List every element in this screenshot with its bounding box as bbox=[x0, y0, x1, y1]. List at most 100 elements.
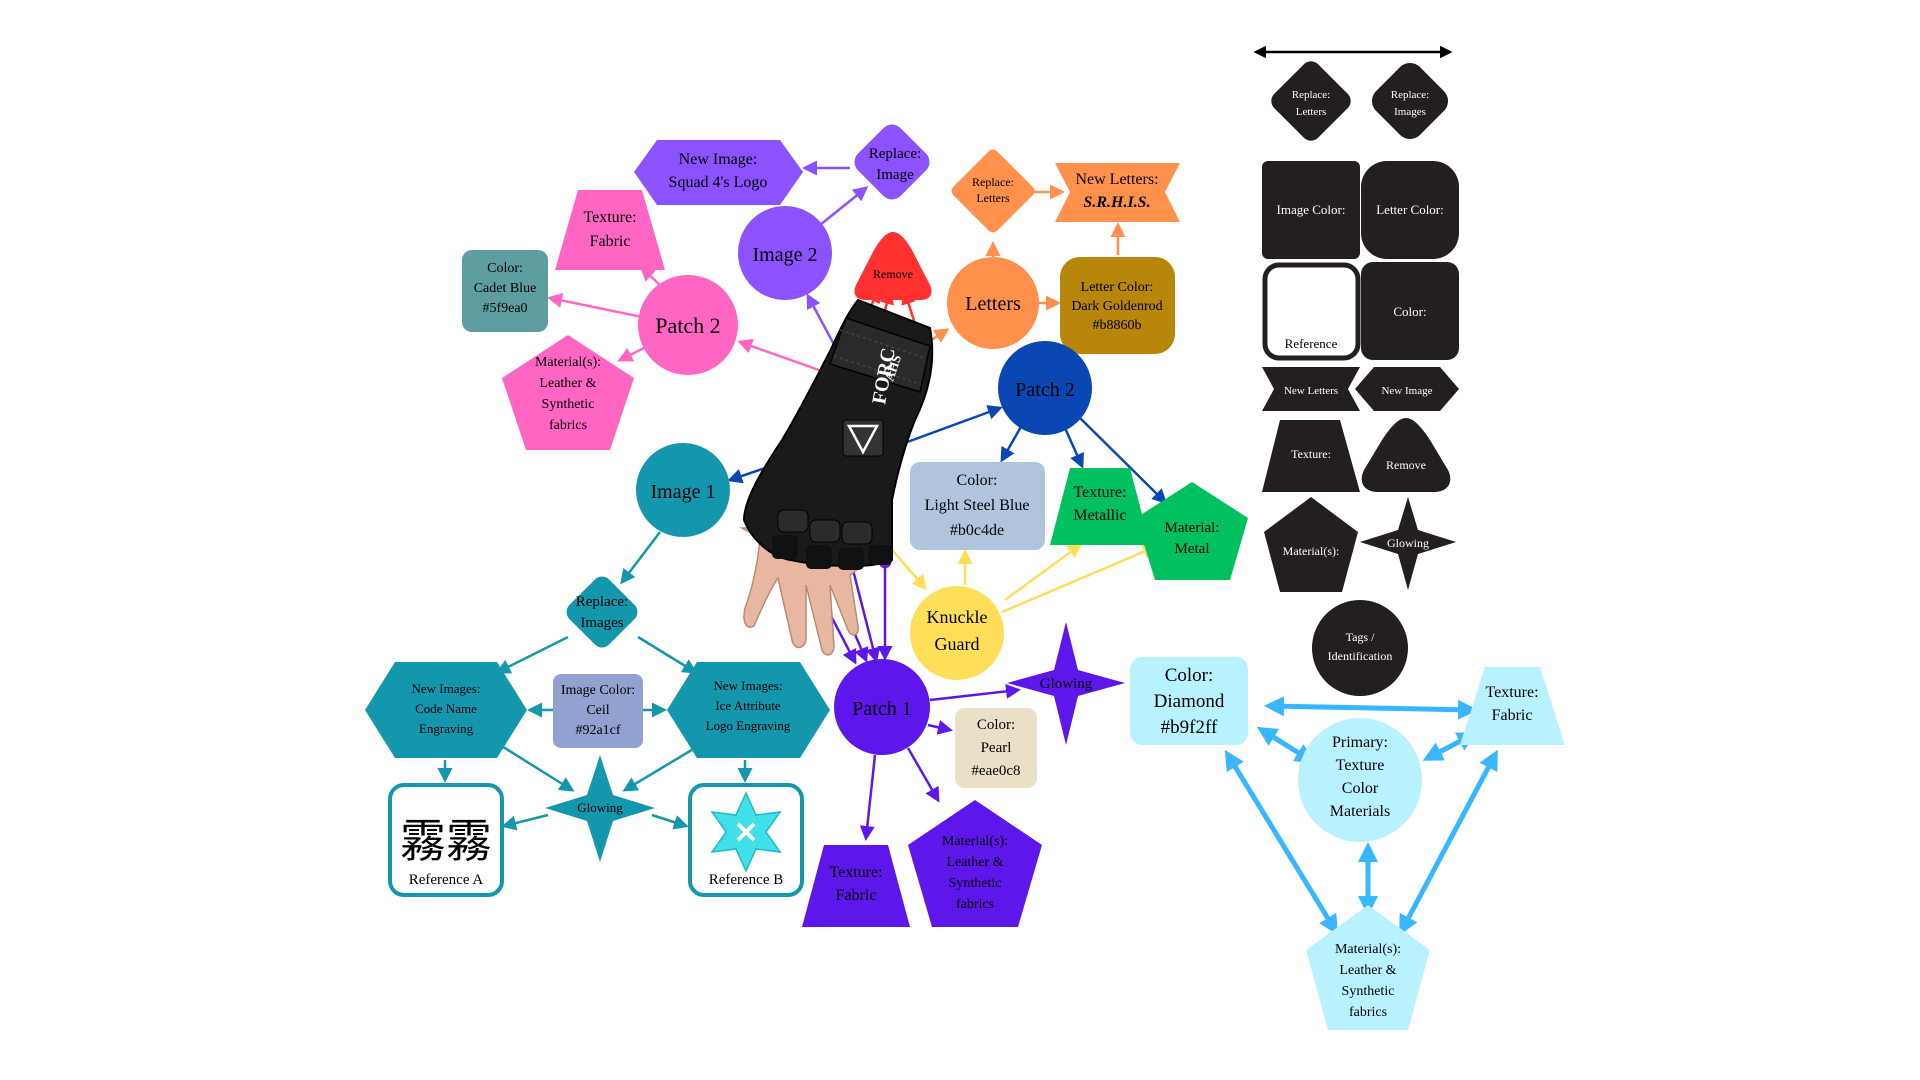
remove-cluster: Remove bbox=[854, 232, 932, 300]
violet-patch1-cluster: Patch 1 Glowing Color: Pearl #eae0c8 Tex… bbox=[802, 622, 1125, 927]
arrow-glove-to-patch2-pink bbox=[737, 338, 834, 377]
legend-new-image-label: New Image bbox=[1381, 385, 1432, 397]
patch2-pink-label: Patch 2 bbox=[655, 313, 720, 338]
replace-images-node bbox=[566, 576, 638, 648]
material-violet-line3: Synthetic bbox=[949, 876, 1002, 891]
diamond-key: Color: Diamond #b9f2ff Texture: Fabric P… bbox=[1130, 657, 1565, 1030]
arrow-glowing-to-refa bbox=[501, 813, 549, 831]
patch2-navy-node bbox=[998, 341, 1092, 435]
new-images-code-line1: New Images: bbox=[412, 681, 481, 696]
reference-b-x-icon bbox=[736, 822, 756, 842]
orange-letters-cluster: Letters Replace: Letters New Letters: S.… bbox=[947, 149, 1180, 354]
legend-replace-letters-line1: Replace: bbox=[1292, 89, 1330, 101]
image-color-ceil-line2: Ceil bbox=[586, 703, 609, 718]
new-letters-line2: S.R.H.I.S. bbox=[1083, 194, 1150, 211]
letters-label: Letters bbox=[965, 293, 1021, 315]
texture-fabric-pink-line2: Fabric bbox=[590, 233, 631, 250]
purple-image2-cluster: Image 2 New Image: Squad 4's Logo Replac… bbox=[634, 124, 930, 300]
diamond-primary-line4: Materials bbox=[1330, 803, 1390, 820]
material-pink-line2: Leather & bbox=[539, 376, 596, 391]
color-steel-line3: #b0c4de bbox=[950, 522, 1004, 539]
letter-color-line3: #b8860b bbox=[1093, 318, 1142, 333]
legend-color-label: Color: bbox=[1393, 304, 1426, 319]
legend-letter-color-label: Letter Color: bbox=[1376, 202, 1444, 217]
new-images-ice-line1: New Images: bbox=[714, 678, 783, 693]
replace-image-line2: Image bbox=[876, 167, 914, 183]
arrow-patch2-to-steel bbox=[1000, 424, 1024, 463]
remove-label: Remove bbox=[873, 267, 913, 281]
color-pearl-line3: #eae0c8 bbox=[971, 763, 1020, 779]
material-violet-line4: fabrics bbox=[956, 897, 994, 912]
diamond-materials-node bbox=[1306, 905, 1430, 1030]
texture-fabric-violet-node bbox=[802, 845, 910, 927]
legend-replace-images-line2: Images bbox=[1394, 106, 1426, 118]
arrow-glove-to-patch1-3 bbox=[849, 561, 881, 663]
legend-color-shape bbox=[1361, 262, 1459, 360]
arrow-patch2-to-metal bbox=[1079, 417, 1168, 505]
material-pink-line3: Synthetic bbox=[542, 397, 595, 412]
replace-letters-line2: Letters bbox=[976, 191, 1010, 205]
diamond-primary-line2: Texture bbox=[1336, 757, 1385, 774]
letter-color-line2: Dark Goldenrod bbox=[1071, 299, 1162, 314]
material-violet-line2: Leather & bbox=[946, 855, 1003, 870]
legend-replace-letters-shape bbox=[1271, 61, 1351, 141]
arrow-replace-to-code bbox=[495, 635, 569, 674]
teal-image1-cluster: Image 1 Replace: Images New Images: Code… bbox=[365, 443, 830, 897]
legend-texture-shape bbox=[1262, 420, 1360, 492]
pink-patch2-cluster: Patch 2 Texture: Fabric Color: Cadet Blu… bbox=[462, 190, 738, 450]
material-violet-node bbox=[908, 800, 1042, 927]
color-pearl-line1: Color: bbox=[977, 717, 1015, 733]
diamond-texture-line2: Fabric bbox=[1492, 707, 1533, 724]
legend-reference-label: Reference bbox=[1285, 336, 1338, 351]
arrow-replace-to-ice bbox=[637, 635, 698, 674]
diamond-color-line2: Diamond bbox=[1154, 691, 1225, 712]
diamond-materials-line3: Synthetic bbox=[1342, 984, 1395, 999]
glove-stitch-1 bbox=[839, 329, 926, 359]
patch2-pink-node bbox=[638, 275, 738, 375]
patch1-label: Patch 1 bbox=[852, 698, 911, 720]
glove-wrist-strap bbox=[829, 317, 931, 393]
glove-logo-patch bbox=[842, 419, 884, 457]
legend-new-image-shape bbox=[1355, 367, 1459, 411]
diamond-primary-line3: Color bbox=[1342, 780, 1379, 797]
color-cadet-line1: Color: bbox=[487, 261, 523, 276]
arrow-diamond-color-texture bbox=[1264, 696, 1478, 720]
letter-color-node bbox=[1060, 257, 1175, 354]
color-cadet-node bbox=[462, 250, 548, 332]
arrow-patch1-to-glowing bbox=[929, 683, 1021, 702]
legend-replace-letters-line2: Letters bbox=[1296, 106, 1327, 118]
arrow-patch2-to-texture bbox=[639, 265, 661, 286]
image-color-ceil-line3: #92a1cf bbox=[575, 723, 620, 738]
diamond-color-node bbox=[1130, 657, 1248, 745]
texture-metallic-line1: Texture: bbox=[1073, 484, 1126, 501]
replace-image-node bbox=[854, 124, 930, 200]
image-color-ceil-line1: Image Color: bbox=[561, 683, 635, 698]
material-metal-node bbox=[1136, 482, 1248, 580]
legend-materials-label: Material(s): bbox=[1283, 544, 1340, 558]
glove-knuckle-pad-2 bbox=[809, 519, 841, 543]
reference-a-caption: Reference A bbox=[409, 872, 484, 888]
letter-color-line1: Letter Color: bbox=[1081, 280, 1154, 295]
replace-images-line2: Images bbox=[580, 615, 623, 631]
material-pink-node bbox=[502, 335, 634, 450]
legend-new-letters-shape bbox=[1262, 367, 1360, 411]
legend-tags-line1: Tags / bbox=[1346, 630, 1375, 644]
new-images-ice-line3: Logo Engraving bbox=[706, 718, 791, 733]
glove-finger-3 bbox=[838, 548, 864, 570]
material-metal-line2: Metal bbox=[1175, 541, 1210, 557]
new-images-code-line3: Engraving bbox=[419, 721, 474, 736]
glove-finger-1 bbox=[772, 535, 798, 559]
legend-image-color-label: Image Color: bbox=[1277, 202, 1346, 217]
image2-node bbox=[738, 206, 832, 300]
navy-patch2-cluster: Patch 2 Color: Light Steel Blue #b0c4de … bbox=[910, 341, 1248, 580]
arrow-image1-to-replace bbox=[620, 531, 661, 585]
legend-tags-line2: Identification bbox=[1328, 649, 1393, 663]
texture-metallic-node bbox=[1050, 468, 1150, 545]
diamond-color-line3: #b9f2ff bbox=[1161, 717, 1218, 738]
diamond-primary-line1: Primary: bbox=[1332, 734, 1388, 751]
replace-images-line1: Replace: bbox=[576, 594, 628, 610]
new-images-ice-line2: Ice Attribute bbox=[715, 698, 781, 713]
color-steel-node bbox=[910, 462, 1045, 550]
legend-reference-shape bbox=[1262, 262, 1361, 361]
replace-letters-node bbox=[951, 149, 1035, 233]
